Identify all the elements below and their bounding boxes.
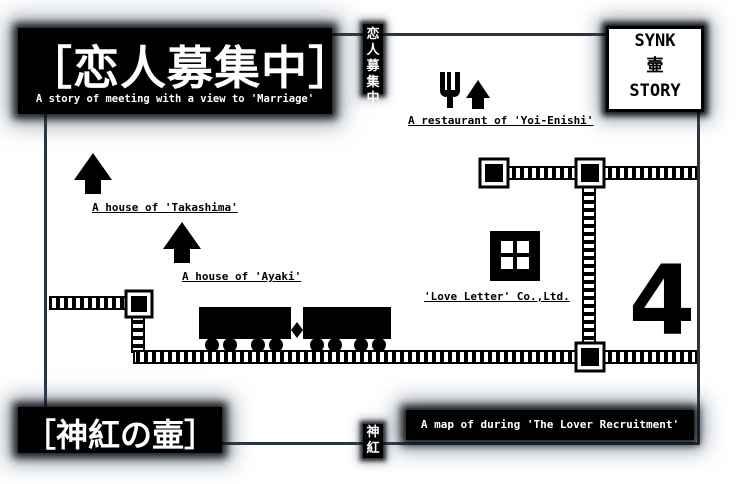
logo-line-1: SYNK [634,31,676,51]
map-caption-box: A map of during 'The Lover Recruitment' [406,410,694,440]
map-caption: A map of during 'The Lover Recruitment' [420,418,680,431]
label-restaurant: A restaurant of 'Yoi-Enishi' [408,114,594,127]
page-title: ［恋人募集中］ [26,41,355,95]
page-subtitle: A story of meeting with a view to 'Marri… [35,93,315,105]
house-takashima-icon [74,153,112,194]
train-icon [199,307,391,352]
logo-line-2: 壷 [646,56,664,76]
logo: SYNK 壷 STORY [606,26,704,112]
logo-line-3: STORY [629,81,681,101]
office-building-icon [490,231,540,281]
series-title: ［神紅の壷］ [23,416,216,454]
railway-track [49,166,697,364]
label-love-letter-co: 'Love Letter' Co.,Ltd. [424,290,570,303]
restaurant-icon [440,72,490,109]
label-house-takashima: A house of 'Takashima' [92,201,238,214]
side-label-bottom-text: 神紅 [366,425,380,456]
station-junction [124,157,606,373]
house-ayaki-icon [163,222,201,263]
side-label-top: 恋人募集中 [363,24,383,106]
series-title-box: ［神紅の壷］ [18,407,222,454]
title-box: ［恋人募集中］ A story of meeting with a view t… [18,28,355,114]
side-label-bottom: 神紅 [363,424,383,458]
route-number-glyph: 4 [629,245,696,357]
side-label-top-text: 恋人募集中 [366,27,380,106]
label-house-ayaki: A house of 'Ayaki' [182,270,302,283]
